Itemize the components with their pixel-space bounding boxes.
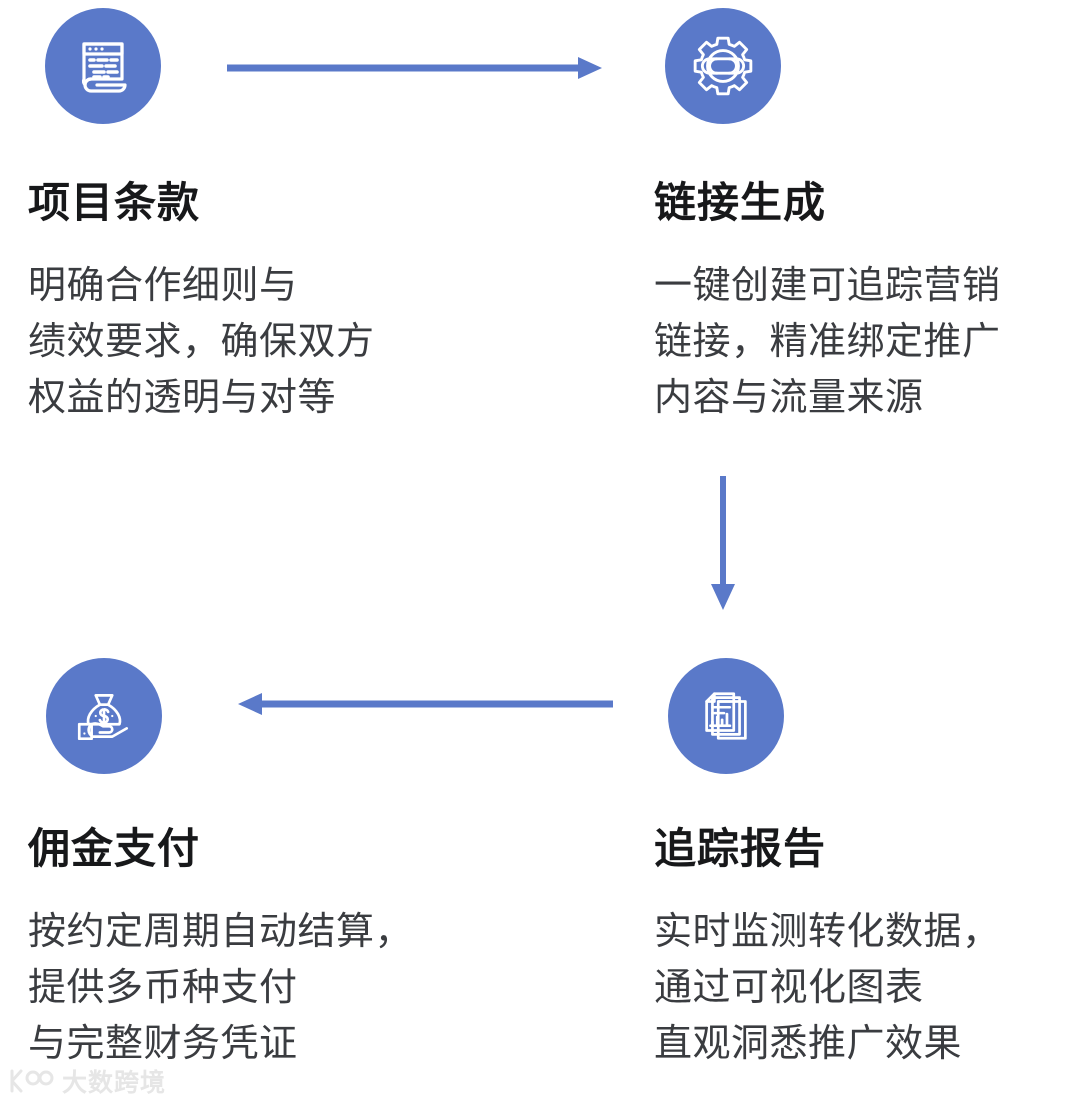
gear-link-icon	[690, 33, 756, 99]
desc-line: 一键创建可追踪营销	[654, 265, 1001, 307]
desc-line: 通过可视化图表	[654, 967, 924, 1009]
desc-line: 与完整财务凭证	[28, 1023, 298, 1065]
document-terms-icon	[71, 34, 135, 98]
step-title-payout: 佣金支付	[28, 825, 201, 872]
desc-line: 提供多币种支付	[28, 967, 298, 1009]
step-desc-link: 一键创建可追踪营销 链接，精准绑定推广 内容与流量来源	[654, 258, 1001, 426]
step-text-terms: 项目条款 明确合作细则与 绩效要求，确保双方 权益的透明与对等	[28, 182, 375, 426]
step-desc-payout: 按约定周期自动结算， 提供多币种支付 与完整财务凭证	[28, 904, 413, 1072]
desc-line: 权益的透明与对等	[28, 377, 337, 419]
step-icon-link	[665, 8, 781, 124]
step-title-link: 链接生成	[654, 179, 827, 226]
desc-line: 按约定周期自动结算，	[28, 911, 414, 953]
report-chart-icon	[695, 685, 757, 747]
step-icon-payout	[46, 658, 162, 774]
step-desc-terms: 明确合作细则与 绩效要求，确保双方 权益的透明与对等	[28, 258, 375, 426]
arrow-left-icon	[238, 693, 613, 715]
arrow-down-icon	[711, 476, 735, 610]
step-text-payout: 佣金支付 按约定周期自动结算， 提供多币种支付 与完整财务凭证	[28, 828, 413, 1072]
desc-line: 链接，精准绑定推广	[654, 321, 1001, 363]
step-text-link: 链接生成 一键创建可追踪营销 链接，精准绑定推广 内容与流量来源	[654, 182, 1001, 426]
brand-logo-icon	[8, 1068, 54, 1099]
desc-line: 直观洞悉推广效果	[654, 1023, 963, 1065]
desc-line: 实时监测转化数据，	[654, 911, 1001, 953]
desc-line: 绩效要求，确保双方	[28, 321, 375, 363]
arrow-right-icon	[227, 57, 602, 79]
step-icon-terms	[45, 8, 161, 124]
watermark: 大数跨境	[8, 1068, 166, 1099]
step-text-report: 追踪报告 实时监测转化数据， 通过可视化图表 直观洞悉推广效果	[654, 828, 1001, 1072]
desc-line: 内容与流量来源	[654, 377, 924, 419]
step-title-terms: 项目条款	[28, 179, 201, 226]
step-desc-report: 实时监测转化数据， 通过可视化图表 直观洞悉推广效果	[654, 904, 1001, 1072]
step-icon-report	[668, 658, 784, 774]
desc-line: 明确合作细则与	[28, 265, 298, 307]
step-title-report: 追踪报告	[654, 825, 827, 872]
money-hand-icon	[71, 683, 137, 749]
watermark-text: 大数跨境	[62, 1069, 167, 1097]
